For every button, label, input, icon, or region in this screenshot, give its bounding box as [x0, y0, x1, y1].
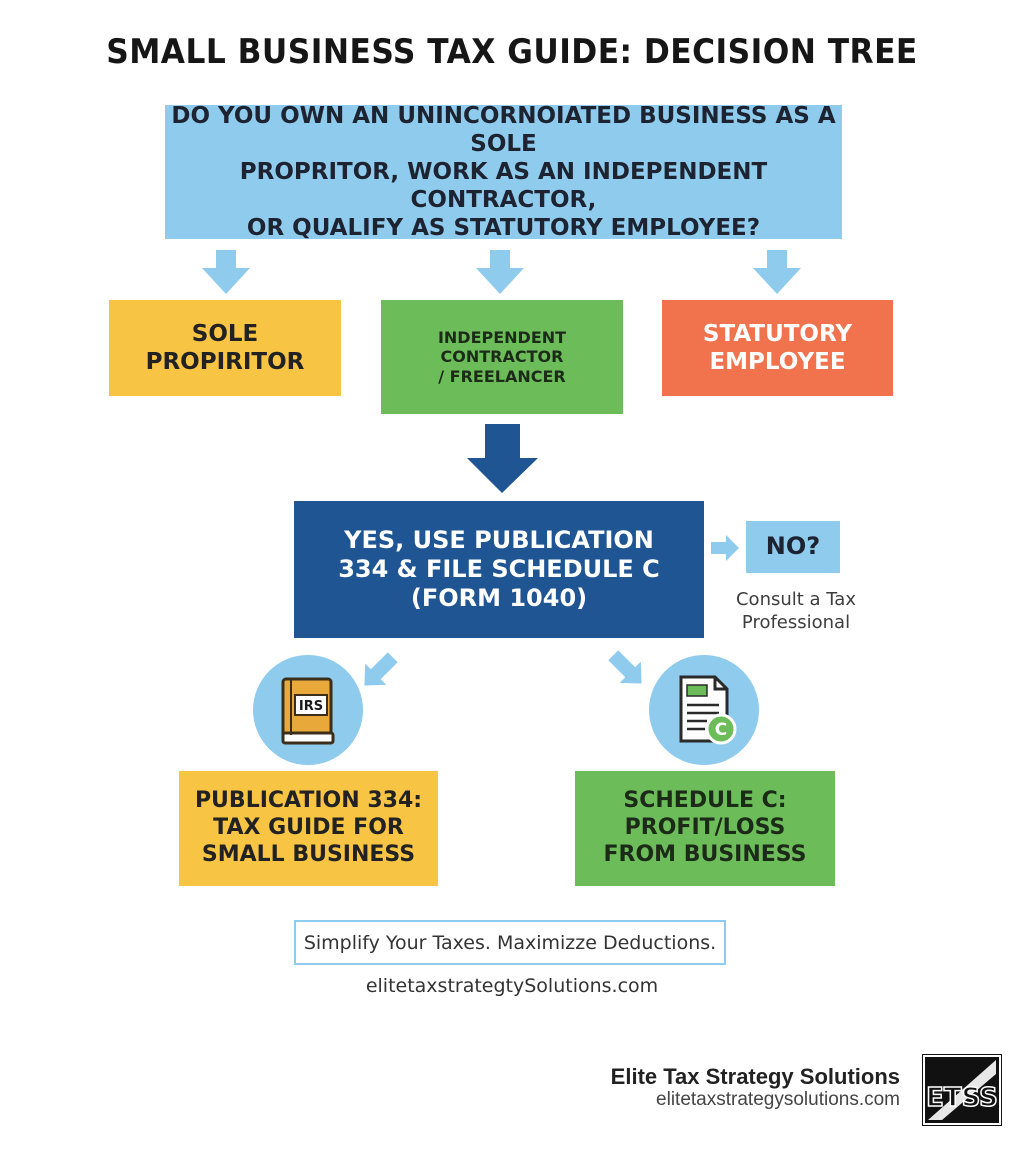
irs-book-icon: IRS	[253, 655, 363, 765]
logo-text: ETSS	[926, 1083, 998, 1113]
arrow-to-publication	[364, 652, 398, 686]
sole-proprietor-box: SOLE PROPIRITOR	[109, 300, 341, 396]
page-title: SMALL BUSINESS TAX GUIDE: DECISION TREE	[106, 32, 918, 72]
arrow-to-statutory	[753, 250, 801, 294]
arrow-to-contractor	[476, 250, 524, 294]
consult-professional-text: Consult a Tax Professional	[735, 589, 856, 634]
arrow-to-sole	[202, 250, 250, 294]
schedule-c-label: C	[715, 720, 727, 740]
tagline: Simplify Your Taxes. Maximizze Deduction…	[294, 920, 726, 965]
company-name: Elite Tax Strategy Solutions	[610, 1064, 900, 1089]
independent-contractor-box: INDEPENDENT CONTRACTOR / FREELANCER	[381, 300, 623, 414]
schedule-c-document-icon: C	[649, 655, 759, 765]
company-url: elitetaxstrategysolutions.com	[656, 1089, 900, 1110]
no-box: NO?	[746, 521, 840, 573]
website-text: elitetaxstrategtySolutions.com	[365, 975, 659, 997]
irs-label: IRS	[299, 699, 323, 714]
schedule-c-box: SCHEDULE C: PROFIT/LOSS FROM BUSINESS	[575, 771, 835, 886]
statutory-employee-box: STATUTORY EMPLOYEE	[662, 300, 893, 396]
yes-use-publication-box: YES, USE PUBLICATION 334 & FILE SCHEDULE…	[294, 501, 704, 638]
publication-334-box: PUBLICATION 334: TAX GUIDE FOR SMALL BUS…	[179, 771, 438, 886]
arrow-to-no	[711, 535, 739, 561]
company-logo: ETSS	[922, 1054, 1002, 1126]
arrow-to-schedule	[608, 650, 642, 684]
arrow-to-yes	[467, 424, 538, 493]
question-box: DO YOU OWN AN UNINCORNOIATED BUSINESS AS…	[165, 103, 842, 241]
